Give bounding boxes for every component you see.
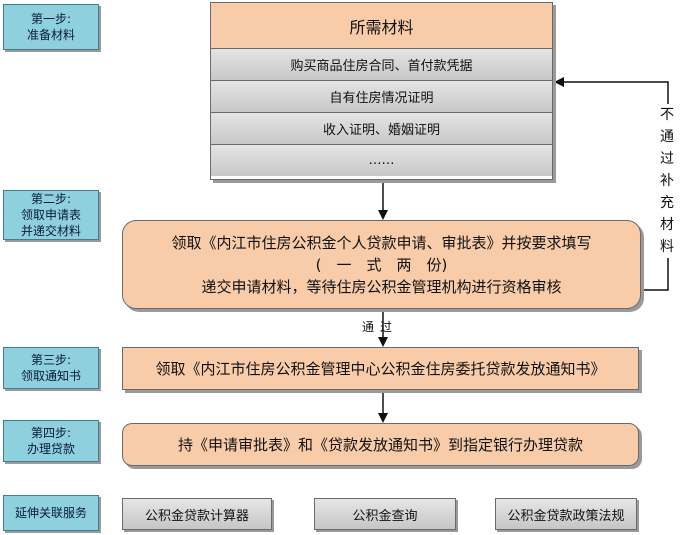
materials-table: 所需材料 购买商品住房合同、首付款凭据 自有住房情况证明 收入证明、婚姻证明 …… [210, 2, 553, 180]
step-4-label: 第四步: 办理贷款 [3, 420, 99, 462]
not-passed-label: 不通过补充材料 [657, 104, 677, 258]
loan-text: 持《申请审批表》和《贷款发放通知书》到指定银行办理贷款 [177, 436, 583, 454]
step-4-title: 办理贷款 [26, 442, 75, 456]
materials-item: …… [211, 145, 552, 176]
materials-item: 自有住房情况证明 [211, 81, 552, 113]
loan-policy-button[interactable]: 公积金贷款政策法规 [495, 498, 637, 530]
step-3-title: 领取通知书 [20, 369, 81, 383]
step-2-title: 领取申请表 [20, 208, 81, 222]
loan-box: 持《申请审批表》和《贷款发放通知书》到指定银行办理贷款 [122, 423, 639, 466]
step-2-number: 第二步: [30, 192, 72, 206]
step-2-subtitle: 并递交材料 [20, 224, 81, 238]
loan-calculator-button[interactable]: 公积金贷款计算器 [122, 498, 272, 530]
passed-label: 通过 [362, 320, 399, 334]
materials-item: 购买商品住房合同、首付款凭据 [211, 49, 552, 81]
apply-box: 领取《内江市住房公积金个人贷款申请、审批表》并按要求填写 ( 一 式 两 份) … [122, 220, 641, 309]
notice-box: 领取《内江市住房公积金管理中心公积金住房委托贷款发放通知书》 [122, 347, 639, 390]
step-3-number: 第三步: [30, 353, 72, 367]
step-1-number: 第一步: [30, 12, 72, 26]
step-1-label: 第一步: 准备材料 [3, 4, 99, 50]
extended-services-title: 延伸关联服务 [14, 506, 87, 520]
notice-text: 领取《内江市住房公积金管理中心公积金住房委托贷款发放通知书》 [155, 360, 606, 378]
apply-line-1: 领取《内江市住房公积金个人贷款申请、审批表》并按要求填写 [171, 233, 592, 252]
fund-query-button[interactable]: 公积金查询 [314, 498, 456, 530]
step-1-title: 准备材料 [26, 28, 75, 42]
extended-services-label: 延伸关联服务 [3, 495, 99, 531]
step-2-label: 第二步: 领取申请表 并递交材料 [3, 190, 99, 240]
apply-line-3: 递交申请材料，等待住房公积金管理机构进行资格审核 [201, 277, 562, 296]
step-3-label: 第三步: 领取通知书 [3, 347, 99, 389]
step-4-number: 第四步: [30, 426, 72, 440]
materials-item: 收入证明、婚姻证明 [211, 113, 552, 145]
materials-title: 所需材料 [211, 3, 552, 49]
apply-line-2: ( 一 式 两 份) [315, 255, 448, 274]
